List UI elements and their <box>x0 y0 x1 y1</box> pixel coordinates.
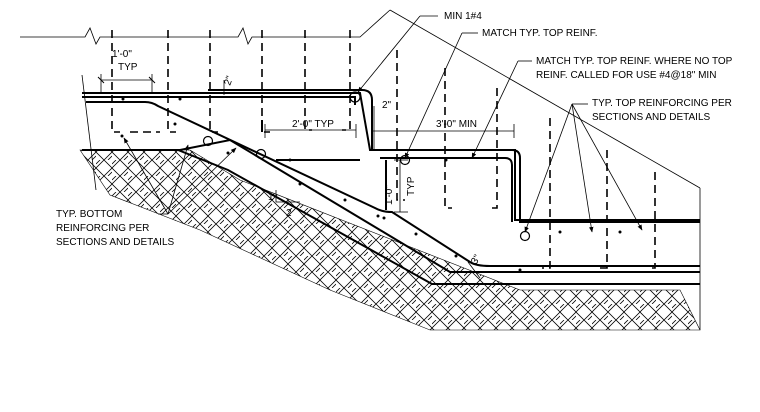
left-side-line <box>81 74 97 191</box>
callout-min-1-4: MIN 1#4 <box>357 11 482 93</box>
label-typ-top-2: SECTIONS AND DETAILS <box>592 112 711 123</box>
svg-text:1'-0": 1'-0" <box>384 185 395 205</box>
callout-match-top: MATCH TYP. TOP REINF. <box>404 28 598 159</box>
top-slope-line <box>389 9 701 189</box>
dim-text-1ft: 1'-0" <box>112 49 132 60</box>
svg-text:1: 1 <box>268 192 274 203</box>
slope-indicator: 1 2 <box>268 190 300 219</box>
label-typ-bottom-2: REINFORCING PER <box>56 223 149 234</box>
label-typ-bottom-1: TYP. BOTTOM <box>56 209 122 220</box>
rebar-circle-lower <box>519 230 531 242</box>
callout-typ-bottom: TYP. BOTTOM REINFORCING PER SECTIONS AND… <box>56 137 237 248</box>
top-rebar-2 <box>208 89 700 223</box>
dim-3ft-min: 3'-0" MIN <box>371 119 515 138</box>
label-match-top-where-1: MATCH TYP. TOP REINF. WHERE NO TOP <box>536 56 733 67</box>
label-min-1-4: MIN 1#4 <box>444 11 482 22</box>
label-typ-bottom-3: SECTIONS AND DETAILS <box>56 237 175 248</box>
svg-text:TYP: TYP <box>406 176 417 196</box>
svg-text:2": 2" <box>382 100 392 111</box>
rebar-circle-top <box>349 91 361 103</box>
dim-2in-mid: 2" <box>373 100 392 150</box>
soil-hatch <box>80 150 700 330</box>
svg-text:2: 2 <box>286 208 292 219</box>
svg-text:2'-0" TYP: 2'-0" TYP <box>292 119 334 130</box>
dim-text-typ: TYP <box>118 62 138 73</box>
top-break-line <box>20 9 391 45</box>
svg-text:2": 2" <box>222 74 236 87</box>
top-rebar-4 <box>380 157 513 222</box>
bottom-rebar-main <box>82 149 700 285</box>
rebar-circle-left <box>202 135 214 147</box>
dim-2in-top: 2" <box>222 74 236 95</box>
label-match-top: MATCH TYP. TOP REINF. <box>482 28 598 39</box>
dim-1ft-typ-top: 1'-0" TYP <box>97 49 156 92</box>
callout-match-top-where: MATCH TYP. TOP REINF. WHERE NO TOP REINF… <box>471 56 733 159</box>
dim-1ft-typ-vertical: 1'-0" TYP <box>384 159 417 213</box>
label-typ-top-1: TYP. TOP REINFORCING PER <box>592 98 732 109</box>
bottom-rebar-slope <box>86 101 700 267</box>
rebar-dots <box>120 97 622 272</box>
svg-text:3": 3" <box>469 253 483 267</box>
svg-text:3'-0" MIN: 3'-0" MIN <box>436 119 477 130</box>
label-match-top-where-2: REINF. CALLED FOR USE #4@18" MIN <box>536 70 716 81</box>
rebar-circle-slope <box>255 148 267 160</box>
dim-2ft-typ: 2'-0" TYP <box>264 119 357 138</box>
callout-typ-top: TYP. TOP REINFORCING PER SECTIONS AND DE… <box>524 98 732 233</box>
